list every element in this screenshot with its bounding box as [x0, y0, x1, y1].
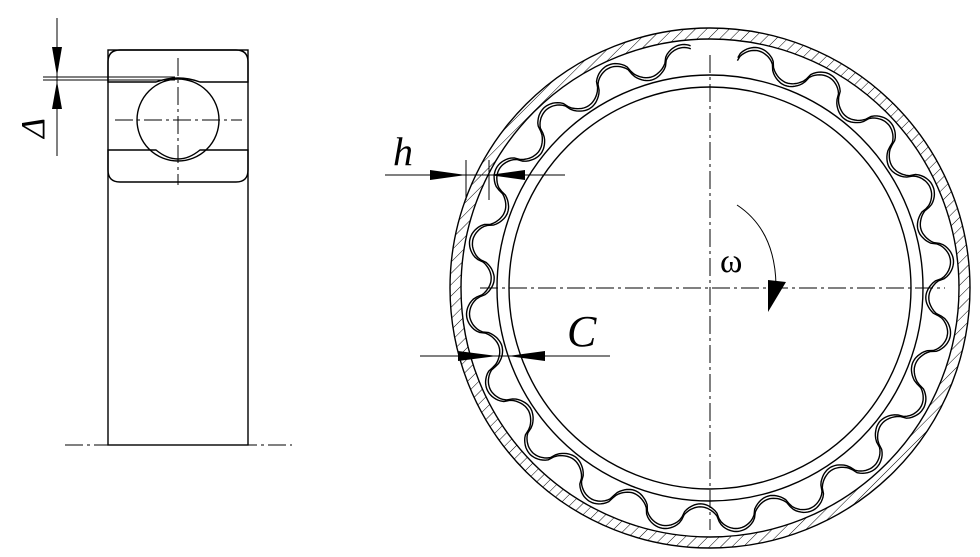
c-arrow-right	[458, 351, 497, 361]
rotation-arc	[736, 204, 777, 286]
housing-inner-circle	[460, 38, 960, 538]
bearing-front-view: h C ω	[385, 27, 971, 549]
corrugated-foil-outer	[465, 43, 955, 533]
c-arrow-left	[508, 351, 545, 361]
h-label: h	[393, 129, 413, 174]
outer-ring-section	[107, 49, 249, 83]
c-label: C	[567, 307, 597, 356]
bearing-section-view: Δ	[15, 18, 292, 446]
delta-label: Δ	[15, 118, 52, 140]
inner-ring-section	[107, 149, 249, 183]
h-arrow-right	[430, 170, 466, 180]
h-arrow-left	[489, 170, 525, 180]
omega-label: ω	[720, 243, 742, 280]
delta-arrow-down	[52, 47, 62, 76]
corrugated-foil-inner	[468, 46, 952, 530]
rotation-arrow-icon	[768, 280, 786, 312]
delta-arrow-up	[52, 81, 62, 109]
